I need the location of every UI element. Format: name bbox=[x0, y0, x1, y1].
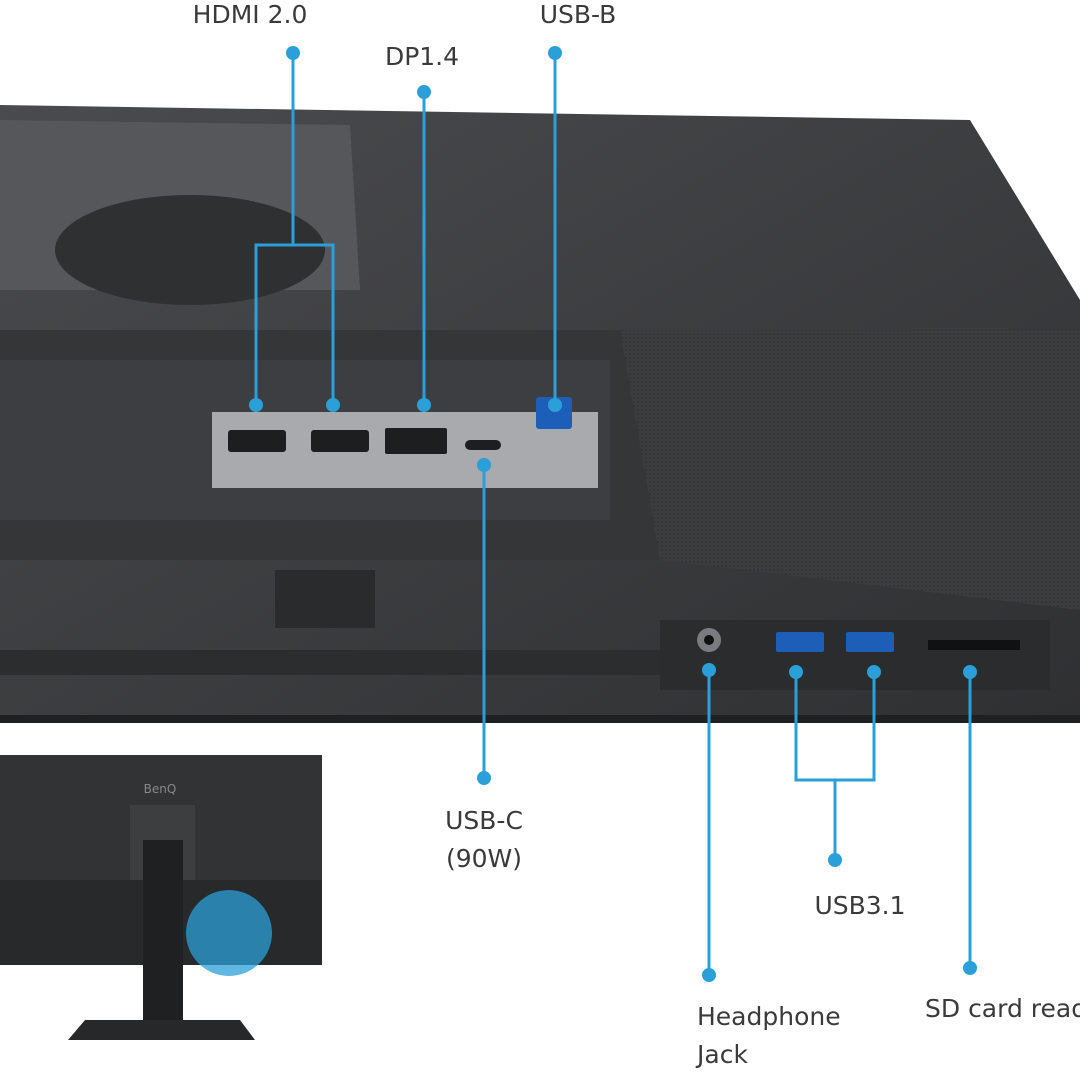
label-headphone-line1: Headphone bbox=[697, 1002, 841, 1031]
usb3-port-1 bbox=[776, 632, 824, 652]
label-usb-c: USB-C (90W) bbox=[445, 802, 523, 877]
hdmi-port-2 bbox=[311, 430, 369, 452]
dp-port bbox=[385, 428, 447, 454]
usb3-port-2 bbox=[846, 632, 894, 652]
label-sd: SD card reader bbox=[925, 994, 1080, 1023]
svg-text:BenQ: BenQ bbox=[144, 782, 177, 796]
port-panel bbox=[212, 397, 1020, 652]
label-usb-b: USB-B bbox=[539, 0, 617, 29]
label-dp: DP1.4 bbox=[384, 42, 460, 71]
hdmi-port-1 bbox=[228, 430, 286, 452]
monitor-body bbox=[0, 105, 1080, 723]
callout-lines bbox=[254, 53, 972, 975]
usb-b-port bbox=[536, 397, 572, 429]
highlight-circle bbox=[186, 890, 272, 976]
label-headphone-line2: Jack bbox=[697, 1039, 748, 1069]
label-usb-c-line2: (90W) bbox=[445, 843, 523, 873]
monitor-thumbnail: BenQ bbox=[0, 755, 322, 1040]
callout-dots bbox=[249, 46, 977, 982]
label-usb-c-line1: USB-C bbox=[445, 806, 523, 835]
label-headphone: Headphone Jack bbox=[697, 998, 841, 1073]
sd-slot bbox=[928, 640, 1020, 650]
label-usb3: USB3.1 bbox=[814, 891, 906, 920]
usb-c-port bbox=[465, 440, 501, 450]
label-hdmi: HDMI 2.0 bbox=[192, 0, 308, 29]
